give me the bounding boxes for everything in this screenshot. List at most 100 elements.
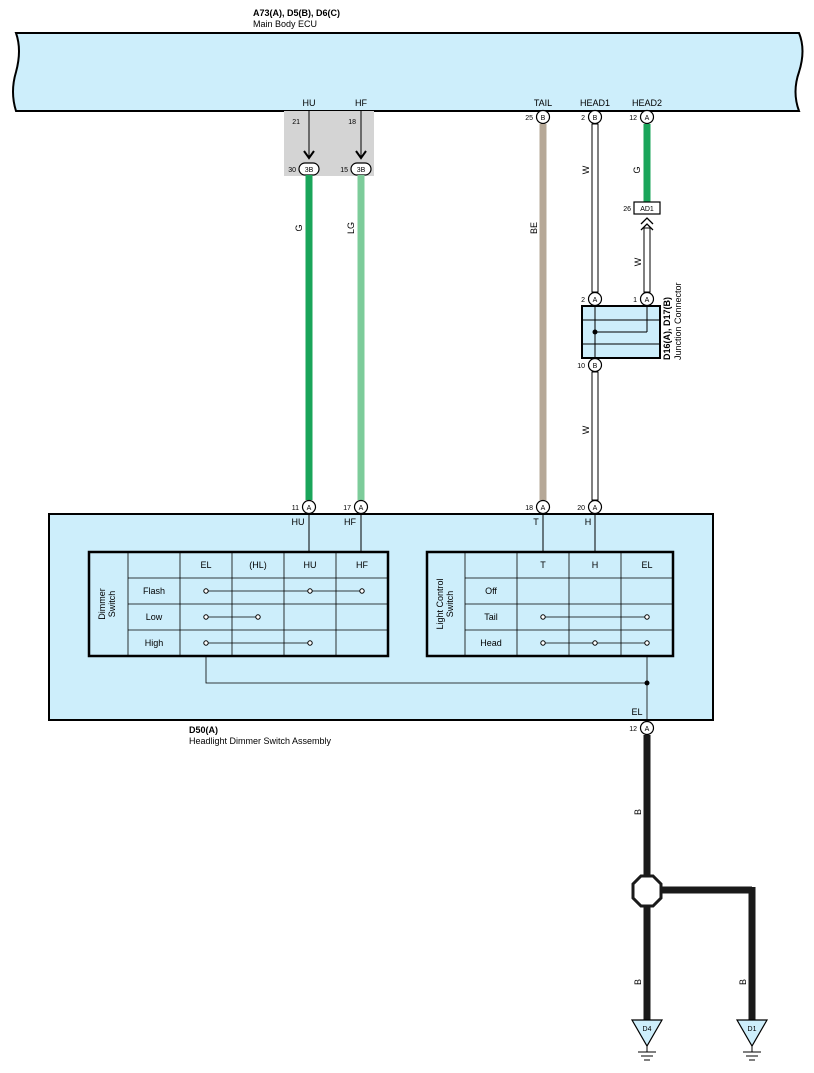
ecu-term-hf: HF bbox=[355, 98, 367, 108]
ecu-pin-head1: 2 bbox=[581, 115, 585, 122]
light-control-table bbox=[425, 550, 675, 658]
light-conn-tail bbox=[540, 614, 650, 620]
switch-conn-t-letter: A bbox=[541, 505, 546, 512]
switch-conn-hu-letter: A bbox=[307, 505, 312, 512]
light-row-head: Head bbox=[480, 638, 502, 648]
wire-color-tail: BE bbox=[529, 222, 539, 234]
wire-ad1-white bbox=[643, 227, 651, 293]
light-row-tail: Tail bbox=[484, 612, 498, 622]
el-splice-dot bbox=[644, 680, 650, 686]
el-bus-line bbox=[205, 656, 647, 684]
junction-conn-a1-letter: A bbox=[645, 297, 650, 304]
ecu-conn-head1-letter: B bbox=[593, 115, 598, 122]
ground-d4-symbol bbox=[630, 1019, 664, 1048]
light-conn-head bbox=[540, 640, 650, 646]
inline-conn-hu: 3B bbox=[305, 167, 314, 174]
junction-pin-2: 2 bbox=[581, 297, 585, 304]
inline-conn-hf: 3B bbox=[357, 167, 366, 174]
switch-pin-t: 18 bbox=[525, 505, 533, 512]
switch-conn-el bbox=[639, 720, 655, 736]
dimmer-switch-table bbox=[87, 550, 390, 658]
ecu-box bbox=[12, 32, 804, 112]
light-row-off: Off bbox=[485, 586, 497, 596]
switch-pin-el: 12 bbox=[629, 726, 637, 733]
wire-color-head1: W bbox=[581, 165, 591, 174]
dimmer-row-high: High bbox=[145, 638, 164, 648]
dimmer-title-1: Dimmer bbox=[97, 588, 107, 620]
dimmer-row-low: Low bbox=[146, 612, 163, 622]
switch-term-t: T bbox=[533, 517, 539, 527]
connector-ad1 bbox=[633, 201, 661, 215]
dimmer-header-hl: (HL) bbox=[249, 560, 267, 570]
hu-arrow-icon bbox=[303, 150, 315, 160]
ecu-term-tail: TAIL bbox=[534, 98, 552, 108]
switch-code: D50(A) bbox=[189, 725, 218, 735]
light-title-2: Switch bbox=[445, 591, 455, 618]
switch-term-h: H bbox=[585, 517, 592, 527]
ecu-term-hu: HU bbox=[303, 98, 316, 108]
junction-conn-b10-letter: B bbox=[593, 363, 598, 370]
light-header-t: T bbox=[540, 560, 546, 570]
switch-pin-h: 20 bbox=[577, 505, 585, 512]
ad1-code: AD1 bbox=[640, 206, 654, 213]
hf-arrow-icon bbox=[355, 150, 367, 160]
switch-conn-h-letter: A bbox=[593, 505, 598, 512]
wire-color-head2: G bbox=[632, 166, 642, 173]
switch-pin-hu: 11 bbox=[292, 505, 299, 512]
ecu-pin-hf: 18 bbox=[348, 119, 356, 126]
junction-name: Junction Connector bbox=[673, 282, 683, 360]
junction-pin-10: 10 bbox=[577, 363, 585, 370]
wire-head1-white bbox=[591, 123, 599, 293]
switch-term-hu: HU bbox=[292, 517, 305, 527]
ad1-chevron-icon bbox=[640, 217, 654, 231]
ecu-pin-tail: 25 bbox=[525, 115, 533, 122]
ecu-pin-hu: 21 bbox=[292, 119, 300, 126]
switch-conn-el-letter: A bbox=[645, 726, 650, 733]
ground-d4-label: D4 bbox=[643, 1026, 652, 1033]
ecu-conn-tail-letter: B bbox=[541, 115, 546, 122]
wire-color-junction: W bbox=[581, 425, 591, 434]
ecu-term-head2: HEAD2 bbox=[632, 98, 662, 108]
switch-term-hf: HF bbox=[344, 517, 356, 527]
switch-pin-hf: 17 bbox=[343, 505, 351, 512]
wire-color-ad1: W bbox=[633, 257, 643, 266]
dimmer-row-flash: Flash bbox=[143, 586, 165, 596]
light-title-1: Light Control bbox=[435, 578, 445, 629]
wire-color-d1: B bbox=[738, 979, 748, 985]
ground-d4-icon bbox=[638, 1046, 656, 1061]
switch-term-el: EL bbox=[631, 707, 642, 717]
dimmer-conn-high bbox=[203, 640, 313, 646]
light-header-h: H bbox=[592, 560, 599, 570]
wire-color-d4: B bbox=[633, 979, 643, 985]
ad1-pin: 26 bbox=[623, 206, 631, 213]
wire-color-el: B bbox=[633, 809, 643, 815]
ecu-conn-head2 bbox=[639, 109, 655, 125]
dimmer-title-2: Switch bbox=[107, 591, 117, 618]
junction-code: D16(A), D17(B) bbox=[662, 297, 672, 360]
wire-junction-white bbox=[591, 371, 599, 501]
switch-name: Headlight Dimmer Switch Assembly bbox=[189, 736, 332, 746]
ecu-term-head1: HEAD1 bbox=[580, 98, 610, 108]
junction-splice-dot bbox=[592, 329, 598, 335]
light-header-el: EL bbox=[641, 560, 652, 570]
junction-conn-a2-letter: A bbox=[593, 297, 598, 304]
ecu-name: Main Body ECU bbox=[253, 19, 317, 29]
wire-color-hu: G bbox=[294, 224, 304, 231]
inline-pin-hf: 15 bbox=[340, 167, 348, 174]
ecu-conn-tail bbox=[535, 109, 551, 125]
ecu-conn-head2-letter: A bbox=[645, 115, 650, 122]
wire-color-hf: LG bbox=[346, 222, 356, 234]
ground-d1-label: D1 bbox=[748, 1026, 757, 1033]
switch-conn-hf-letter: A bbox=[359, 505, 364, 512]
ecu-code: A73(A), D5(B), D6(C) bbox=[253, 8, 340, 18]
dimmer-conn-flash bbox=[203, 588, 365, 594]
dimmer-conn-low bbox=[203, 614, 261, 620]
ground-d1-icon bbox=[743, 1046, 761, 1061]
inline-pin-hu: 30 bbox=[288, 167, 296, 174]
ground-d1-symbol bbox=[735, 1019, 769, 1048]
dimmer-header-hf: HF bbox=[356, 560, 368, 570]
junction-pin-1: 1 bbox=[633, 297, 637, 304]
dimmer-header-hu: HU bbox=[304, 560, 317, 570]
ecu-pin-head2: 12 bbox=[629, 115, 637, 122]
